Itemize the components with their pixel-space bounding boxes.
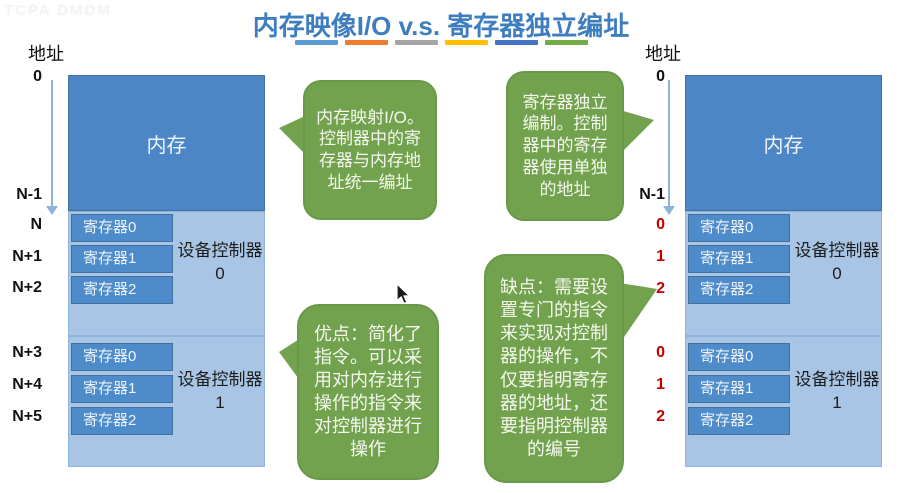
title-underline-dash [395, 40, 438, 45]
register-box: 寄存器0 [688, 343, 790, 371]
right-controller0-box: 寄存器0 寄存器1 寄存器2 设备控制器0 [685, 211, 882, 336]
left-axis-label: 地址 [28, 44, 64, 64]
right-address-arrow-line [668, 80, 670, 207]
right-red-addr: 2 [656, 408, 665, 425]
callout-advantage: 优点：简化了指令。可以采用对内存进行操作的指令来对控制器进行操作 [297, 304, 439, 480]
left-addr-np5: N+5 [12, 408, 42, 425]
right-addr-0: 0 [656, 68, 665, 85]
register-box: 寄存器2 [688, 407, 790, 435]
left-addr-np3: N+3 [12, 344, 42, 361]
left-addr-n1: N-1 [16, 186, 42, 203]
left-addr-np2: N+2 [12, 279, 42, 296]
callout-tail-right-icon [620, 110, 654, 154]
left-controller1-label: 设备控制器1 [177, 370, 263, 412]
left-memory-box: 内存 [68, 75, 265, 211]
callout-memory-mapped-io: 内存映射I/O。控制器中的寄存器与内存地址统一编址 [303, 80, 437, 220]
right-red-addr: 1 [656, 248, 665, 265]
register-box: 寄存器0 [71, 214, 173, 242]
title-underline [295, 40, 588, 45]
register-box: 寄存器2 [688, 276, 790, 304]
right-addr-n1: N-1 [639, 186, 665, 203]
title-underline-dash [545, 40, 588, 45]
right-red-addr: 1 [656, 376, 665, 393]
title-underline-dash [295, 40, 338, 45]
callout-tail-left-icon [279, 116, 305, 154]
right-red-addr: 2 [656, 280, 665, 297]
callout-tail-right-icon [620, 283, 657, 343]
title-underline-dash [445, 40, 488, 45]
register-box: 寄存器1 [688, 375, 790, 403]
right-address-arrow-head [663, 206, 675, 215]
left-address-arrow-head [46, 206, 58, 215]
register-box: 寄存器0 [71, 343, 173, 371]
left-controller0-box: 寄存器0 寄存器1 寄存器2 设备控制器0 [68, 211, 265, 336]
left-controller1-box: 寄存器0 寄存器1 寄存器2 设备控制器1 [68, 336, 265, 467]
right-red-addr: 0 [656, 216, 665, 233]
left-addr-0: 0 [33, 68, 42, 85]
title-underline-dash [345, 40, 388, 45]
register-box: 寄存器1 [71, 245, 173, 273]
register-box: 寄存器2 [71, 276, 173, 304]
right-axis-label: 地址 [645, 44, 681, 64]
register-box: 寄存器0 [688, 214, 790, 242]
register-box: 寄存器2 [71, 407, 173, 435]
mouse-cursor-icon [396, 283, 411, 305]
register-box: 寄存器1 [688, 245, 790, 273]
callout-tail-left-icon [279, 338, 301, 382]
watermark-text: TCPA DMDM [4, 2, 112, 19]
right-controller1-box: 寄存器0 寄存器1 寄存器2 设备控制器1 [685, 336, 882, 467]
left-addr-n: N [30, 216, 42, 233]
right-red-addr: 0 [656, 344, 665, 361]
left-address-arrow-line [51, 80, 53, 207]
left-addr-np1: N+1 [12, 248, 42, 265]
title-underline-dash [495, 40, 538, 45]
slide-title: 内存映像I/O v.s. 寄存器独立编址 [252, 11, 630, 41]
right-memory-box: 内存 [685, 75, 882, 211]
callout-disadvantage: 缺点：需要设置专门的指令来实现对控制器的操作，不仅要指明寄存器的地址，还要指明控… [484, 254, 624, 483]
left-controller0-label: 设备控制器0 [177, 241, 263, 283]
right-controller1-label: 设备控制器1 [794, 370, 880, 412]
right-controller0-label: 设备控制器0 [794, 241, 880, 283]
register-box: 寄存器1 [71, 375, 173, 403]
left-addr-np4: N+4 [12, 376, 42, 393]
callout-register-independent: 寄存器独立编制。控制器中的寄存器使用单独的地址 [506, 71, 624, 221]
left-memory-label: 内存 [146, 134, 187, 157]
right-memory-label: 内存 [763, 134, 804, 157]
